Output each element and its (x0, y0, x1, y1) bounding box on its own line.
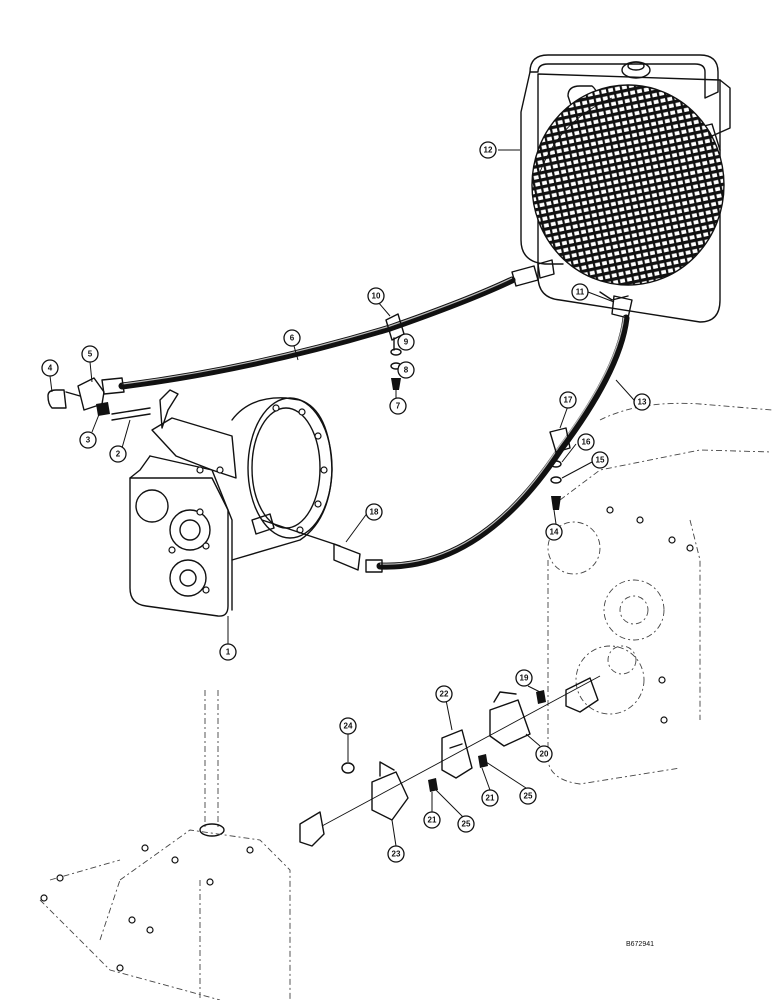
callout-23: 23 (387, 845, 405, 863)
svg-text:1: 1 (226, 648, 231, 657)
callout-21-b: 21 (423, 811, 441, 829)
callout-19: 19 (515, 669, 533, 687)
callout-2: 2 (109, 445, 127, 463)
svg-text:23: 23 (392, 850, 401, 859)
callout-25-a: 25 (457, 815, 475, 833)
svg-text:25: 25 (524, 792, 533, 801)
svg-text:17: 17 (564, 396, 573, 405)
svg-text:13: 13 (638, 398, 647, 407)
svg-text:7: 7 (396, 402, 401, 411)
callout-14: 14 (545, 523, 563, 541)
svg-text:16: 16 (582, 438, 591, 447)
svg-text:11: 11 (576, 288, 585, 297)
callout-3: 3 (79, 431, 97, 449)
gearbox-outline (39, 690, 291, 1000)
engine-outline (547, 402, 772, 785)
document-id: B672941 (625, 941, 654, 948)
radiator (520, 54, 731, 323)
callout-22: 22 (435, 685, 453, 703)
callout-7: 7 (389, 397, 407, 415)
clamp-lower (549, 427, 571, 510)
callout-1: 1 (219, 643, 237, 661)
svg-text:20: 20 (540, 750, 549, 759)
svg-text:18: 18 (370, 508, 379, 517)
hose-lower (365, 295, 633, 573)
callout-15: 15 (591, 451, 609, 469)
driveline (299, 675, 601, 847)
callout-5: 5 (81, 345, 99, 363)
svg-text:3: 3 (86, 436, 91, 445)
svg-text:5: 5 (88, 350, 93, 359)
transmission (129, 389, 333, 617)
svg-text:24: 24 (344, 722, 353, 731)
callout-6: 6 (283, 329, 301, 347)
callout-8: 8 (397, 361, 415, 379)
callout-12: 12 (479, 141, 497, 159)
svg-text:22: 22 (440, 690, 449, 699)
hose-upper (101, 259, 555, 395)
callout-9: 9 (397, 333, 415, 351)
svg-text:21: 21 (428, 816, 437, 825)
leader-lines (49, 149, 635, 847)
svg-text:14: 14 (550, 528, 559, 537)
svg-text:6: 6 (290, 334, 295, 343)
svg-text:25: 25 (462, 820, 471, 829)
callout-11: 11 (571, 283, 589, 301)
callout-10: 10 (367, 287, 385, 305)
svg-text:15: 15 (596, 456, 605, 465)
svg-text:8: 8 (404, 366, 409, 375)
callout-21-a: 21 (481, 789, 499, 807)
fitting-18 (333, 543, 361, 571)
callout-17: 17 (559, 391, 577, 409)
svg-text:12: 12 (484, 146, 493, 155)
svg-text:9: 9 (404, 338, 409, 347)
callout-4: 4 (41, 359, 59, 377)
callout-20: 20 (535, 745, 553, 763)
callout-24: 24 (339, 717, 357, 735)
svg-text:2: 2 (116, 450, 121, 459)
callout-18: 18 (365, 503, 383, 521)
callout-13: 13 (633, 393, 651, 411)
svg-text:19: 19 (520, 674, 529, 683)
callout-16: 16 (577, 433, 595, 451)
svg-text:4: 4 (48, 364, 53, 373)
callout-25-b: 25 (519, 787, 537, 805)
svg-text:10: 10 (372, 292, 381, 301)
svg-text:21: 21 (486, 794, 495, 803)
